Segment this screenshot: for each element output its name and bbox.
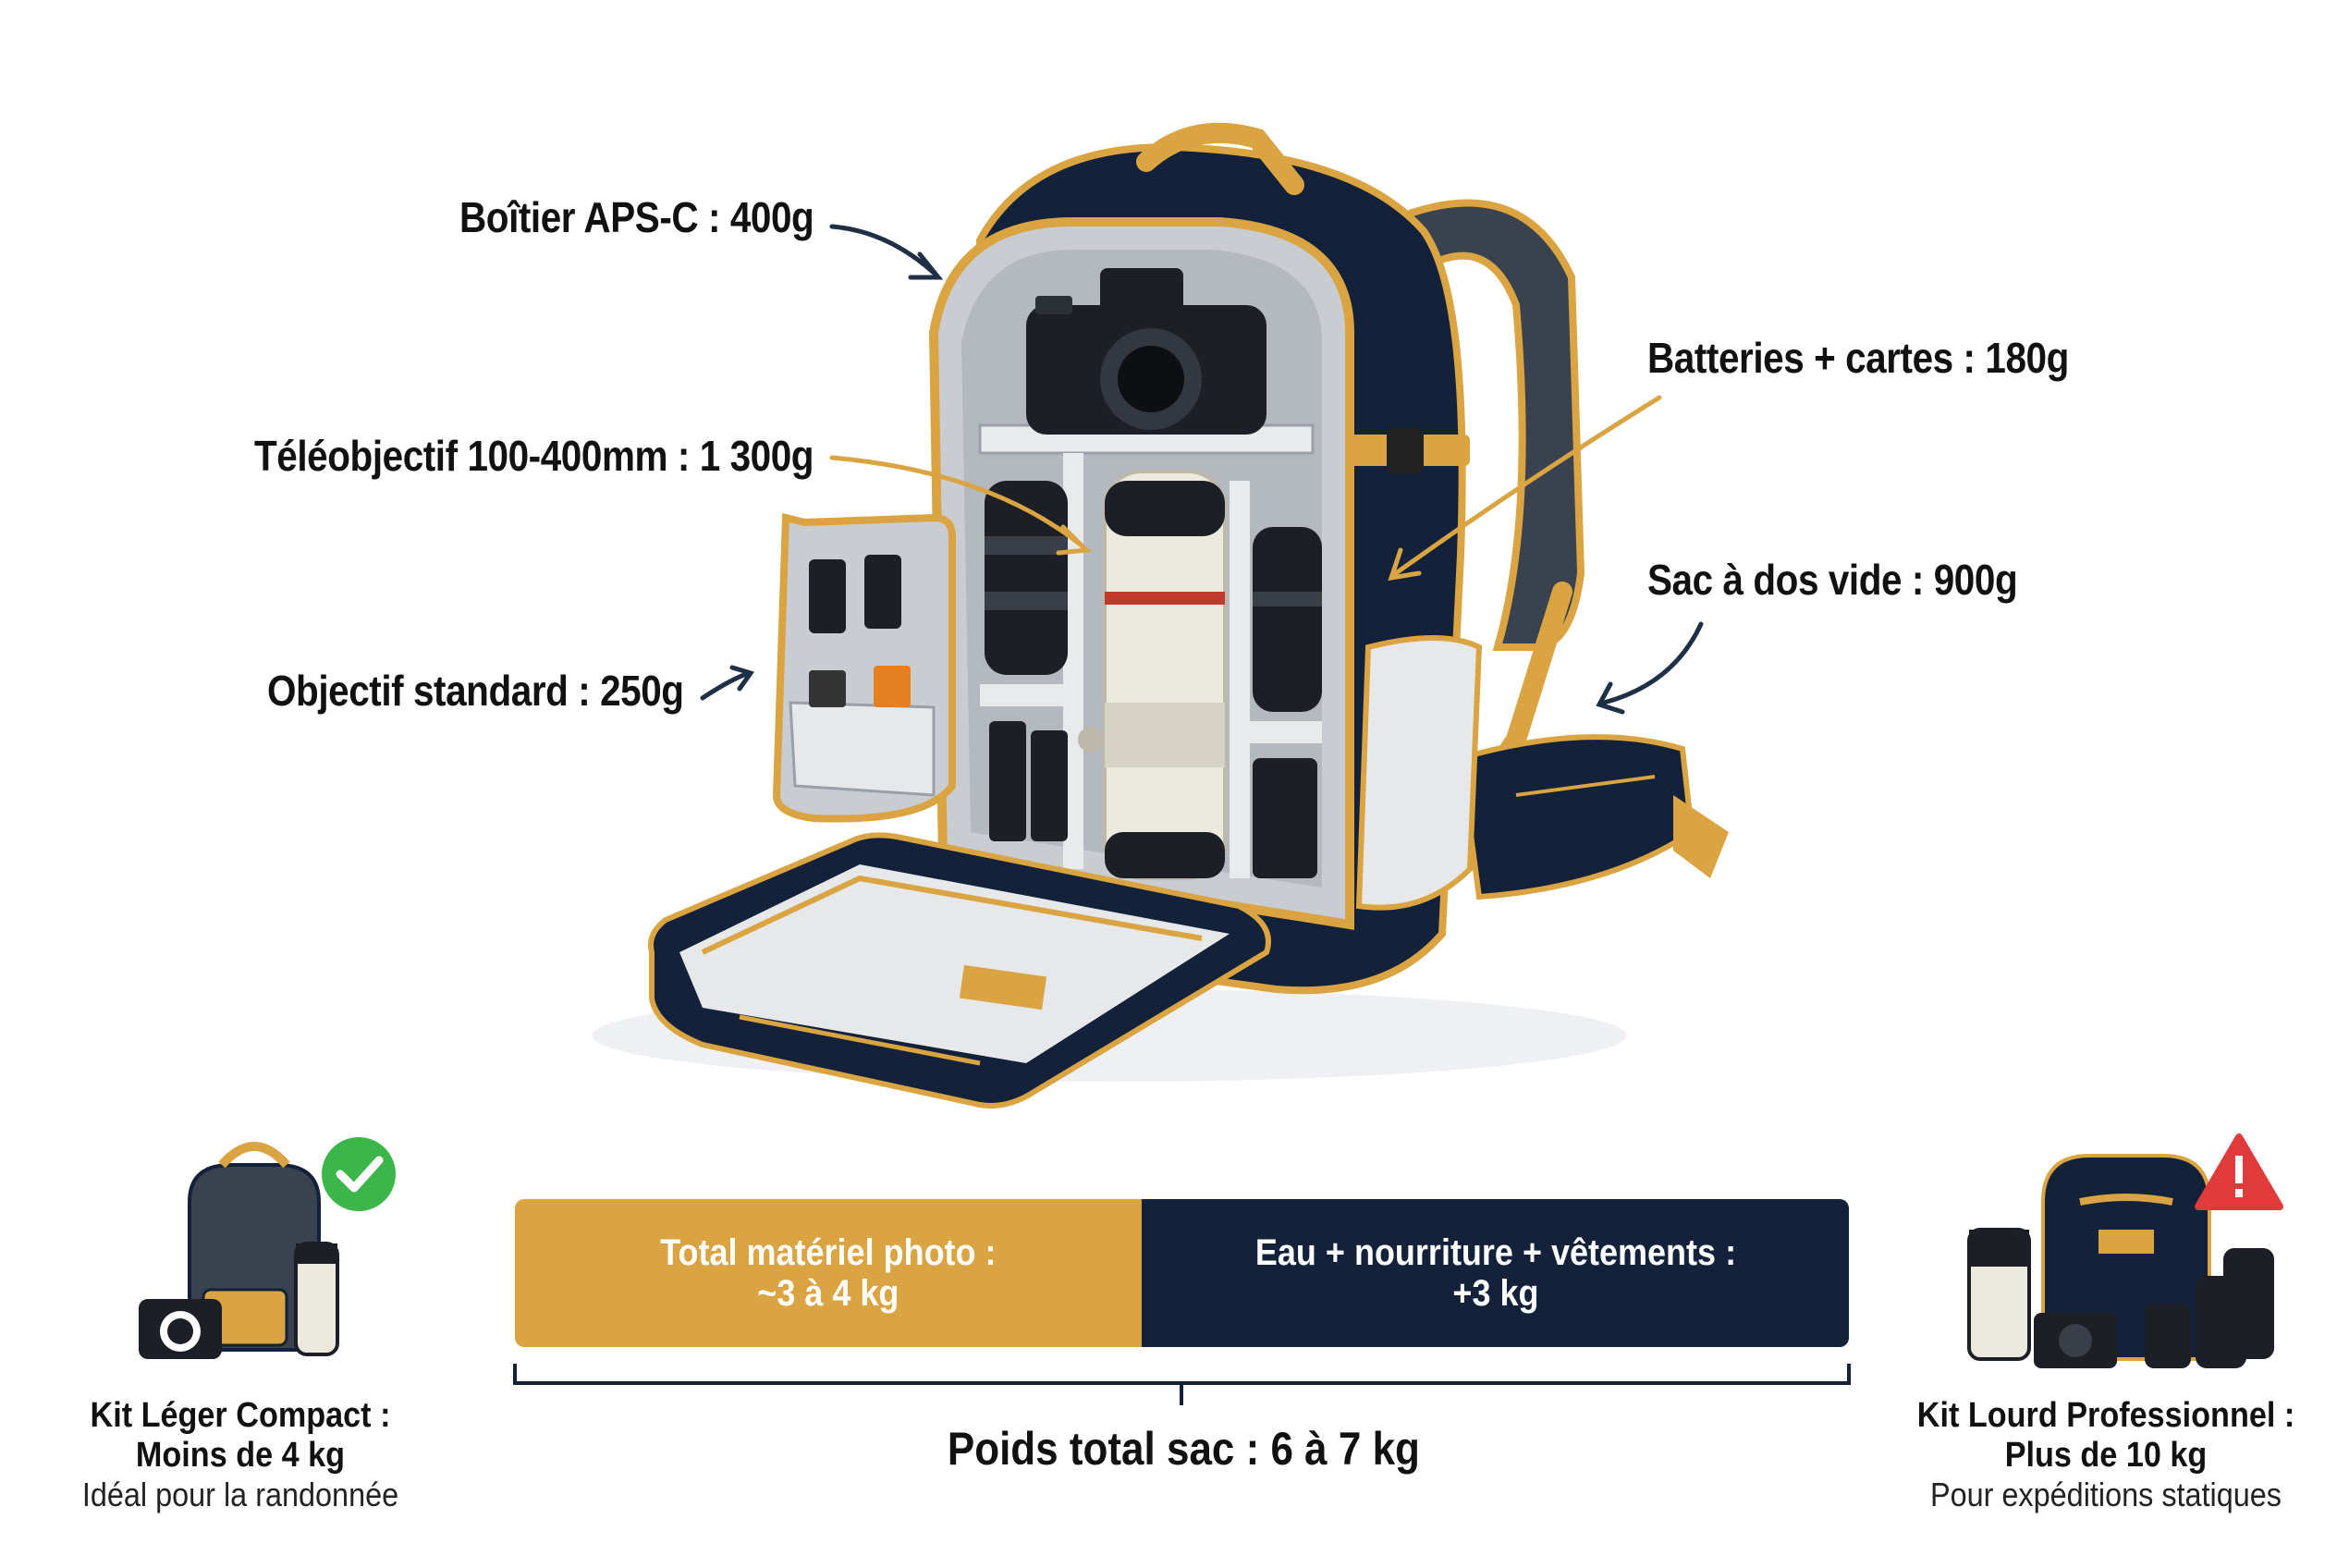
- heavy-kit-icon: [1967, 1154, 2274, 1368]
- heavy-kit-caption: Kit Lourd Professionnel : Plus de 10 kg …: [1866, 1396, 2337, 1514]
- front-lid: [648, 832, 1271, 1109]
- accessory-flap: [772, 512, 956, 823]
- total-bracket: [513, 1364, 1851, 1405]
- warning-triangle-icon: [2195, 1133, 2283, 1210]
- supplies-label-line1: Eau + nourriture + vêtements :: [1254, 1232, 1736, 1273]
- light-kit-icon: [139, 1142, 339, 1359]
- supplies-label-line2: +3 kg: [1451, 1273, 1539, 1314]
- telephoto-lens-icon: [1078, 470, 1227, 880]
- supplies-segment: Eau + nourriture + vêtements :+3 kg: [1142, 1199, 1849, 1347]
- label-batteries-cards: Batteries + cartes : 180g: [1647, 334, 2069, 382]
- light-kit-title-line1: Kit Léger Compact :: [90, 1396, 391, 1435]
- label-telephoto-lens: Téléobjectif 100-400mm : 1 300g: [253, 432, 814, 480]
- standard-lens-icon: [985, 481, 1322, 712]
- label-empty-backpack: Sac à dos vide : 900g: [1647, 556, 2018, 604]
- photo-gear-label-line1: Total matériel photo :: [660, 1232, 997, 1273]
- label-standard-lens: Objectif standard : 250g: [267, 667, 684, 715]
- battery-icon: [989, 721, 1317, 878]
- photo-gear-label-line2: ~3 à 4 kg: [757, 1273, 899, 1314]
- light-kit-title-line2: Moins de 4 kg: [135, 1436, 346, 1475]
- light-kit-subtitle: Idéal pour la randonnée: [81, 1476, 399, 1513]
- heavy-kit-subtitle: Pour expéditions statiques: [1929, 1476, 2282, 1513]
- camera-body-icon: [1026, 268, 1266, 435]
- heavy-kit-title-line1: Kit Lourd Professionnel :: [1916, 1396, 2295, 1435]
- heavy-kit-title-line2: Plus de 10 kg: [2004, 1436, 2208, 1475]
- label-camera-body: Boîtier APS-C : 400g: [459, 193, 814, 241]
- check-circle-icon: [322, 1137, 396, 1211]
- photo-gear-segment: Total matériel photo :~3 à 4 kg: [515, 1199, 1142, 1347]
- light-kit-caption: Kit Léger Compact : Moins de 4 kg Idéal …: [0, 1396, 481, 1514]
- total-weight: Poids total sac : 6 à 7 kg: [947, 1423, 1420, 1475]
- annotation-arrows: [700, 224, 1704, 715]
- hip-belt: [1457, 734, 1729, 900]
